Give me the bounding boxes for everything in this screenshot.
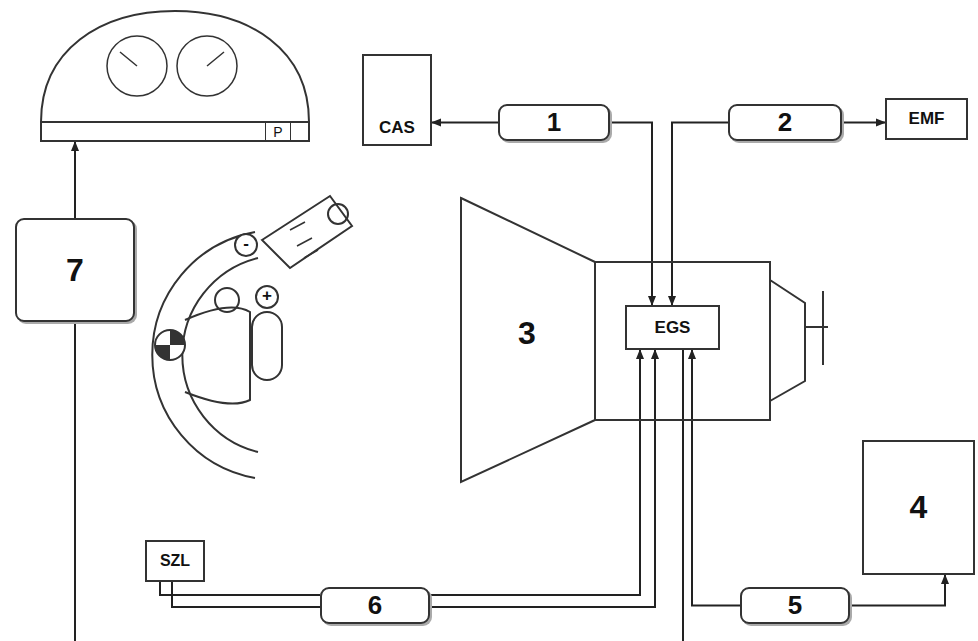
wheel-rim-outer <box>152 232 255 478</box>
node-label: 3 <box>518 315 536 352</box>
connector <box>842 122 885 123</box>
callout-box: 2 <box>728 104 842 141</box>
connector-line <box>74 142 76 218</box>
egs-box: EGS <box>625 305 720 350</box>
node-label: SZL <box>160 552 190 570</box>
gauge-needle <box>120 52 224 66</box>
node-label: CAS <box>364 118 430 138</box>
connector <box>75 322 683 641</box>
connector-line <box>75 322 683 641</box>
cluster-dome <box>41 11 309 122</box>
transmission-shape <box>461 198 828 482</box>
stalk-marks <box>290 222 318 258</box>
callout-box: 4 <box>862 440 975 575</box>
wheel-rim-inner <box>182 258 258 452</box>
connector <box>430 350 655 607</box>
transmission: 3 EGS <box>460 195 830 485</box>
callout-number: 2 <box>778 107 792 138</box>
connector-line <box>610 123 652 306</box>
connector-line <box>850 575 945 606</box>
callout-box: 5 <box>740 587 850 624</box>
callout-number: 6 <box>368 590 382 621</box>
connector <box>692 350 740 606</box>
callout-number: 1 <box>547 107 561 138</box>
stalk-switch <box>262 196 352 268</box>
callout-box: 1 <box>498 104 610 141</box>
connector-line <box>430 350 655 607</box>
connector <box>160 582 320 607</box>
szl-box: SZL <box>145 540 205 582</box>
connector <box>850 575 945 606</box>
paddle-minus <box>235 234 257 256</box>
stalk-knob <box>328 204 348 224</box>
bmw-logo-quarter <box>155 345 170 360</box>
cluster-bar <box>41 122 309 141</box>
callout-number: 4 <box>910 489 928 526</box>
connector <box>610 123 652 306</box>
instrument-cluster: P <box>40 10 310 142</box>
emf-box: EMF <box>885 98 968 140</box>
bmw-logo-quarter <box>170 330 185 345</box>
bmw-logo <box>155 330 185 360</box>
node-label: EMF <box>909 109 945 129</box>
callout-box: 7 <box>15 218 135 322</box>
callout-number: 7 <box>66 252 84 289</box>
connector-line <box>172 582 320 607</box>
connector-line <box>160 582 320 595</box>
connector-line <box>672 123 728 306</box>
node-label: EGS <box>655 318 691 338</box>
connector <box>432 122 498 123</box>
wheel-button <box>252 312 282 380</box>
steering-wheel <box>152 196 352 478</box>
connector <box>75 142 76 218</box>
cas-box: CAS <box>362 54 432 146</box>
paddle-sign: - <box>238 235 254 253</box>
wheel-spoke <box>185 308 250 404</box>
node-label: P <box>265 123 291 141</box>
connector-line <box>432 122 498 124</box>
connector <box>672 123 728 306</box>
paddle-plus <box>256 286 278 308</box>
connector-line <box>842 122 885 124</box>
wheel-switch <box>215 288 239 312</box>
paddle-sign: + <box>259 287 275 305</box>
connector-line <box>692 350 740 606</box>
callout-box: 6 <box>320 587 430 624</box>
callout-number: 5 <box>788 590 802 621</box>
